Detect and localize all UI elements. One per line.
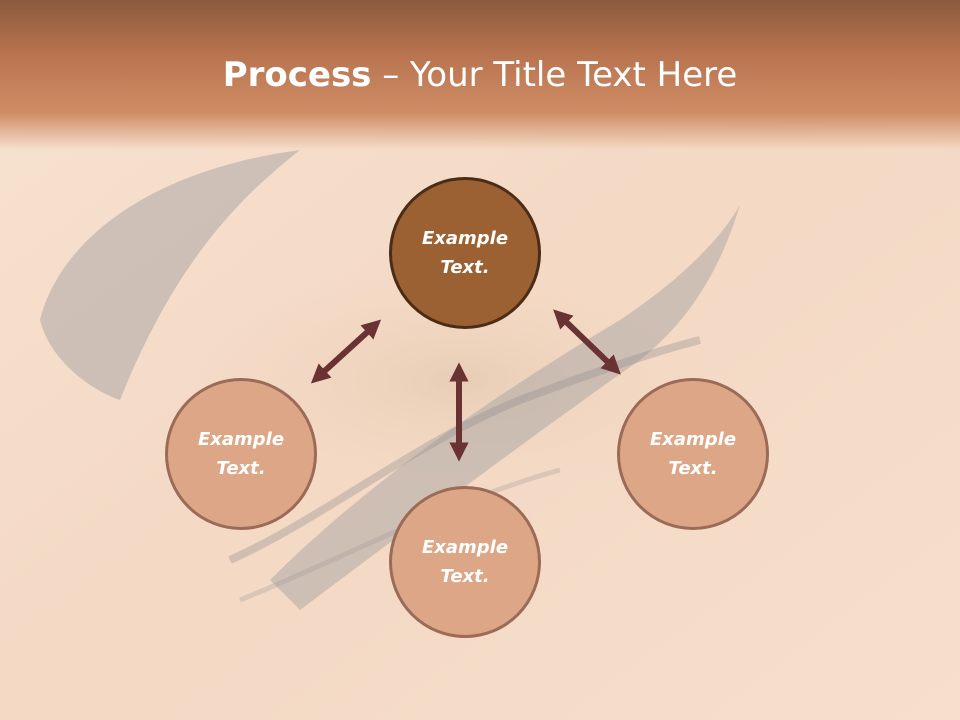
left-node: Example Text.: [165, 378, 317, 530]
title-rest: – Your Title Text Here: [371, 55, 738, 95]
bottom-node: Example Text.: [389, 486, 541, 638]
title-bold: Process: [222, 55, 372, 95]
center-node: Example Text.: [389, 177, 541, 329]
right-node-text: Example Text.: [649, 429, 737, 479]
right-node: Example Text.: [617, 378, 769, 530]
arrow-center-left: [310, 319, 382, 384]
left-node-text: Example Text.: [197, 429, 285, 479]
title-band: [0, 0, 960, 150]
center-node-text: Example Text.: [421, 228, 509, 278]
bottom-node-text: Example Text.: [421, 537, 509, 587]
arrow-center-right: [553, 309, 621, 375]
slide-title: Process – Your Title Text Here: [0, 50, 960, 100]
